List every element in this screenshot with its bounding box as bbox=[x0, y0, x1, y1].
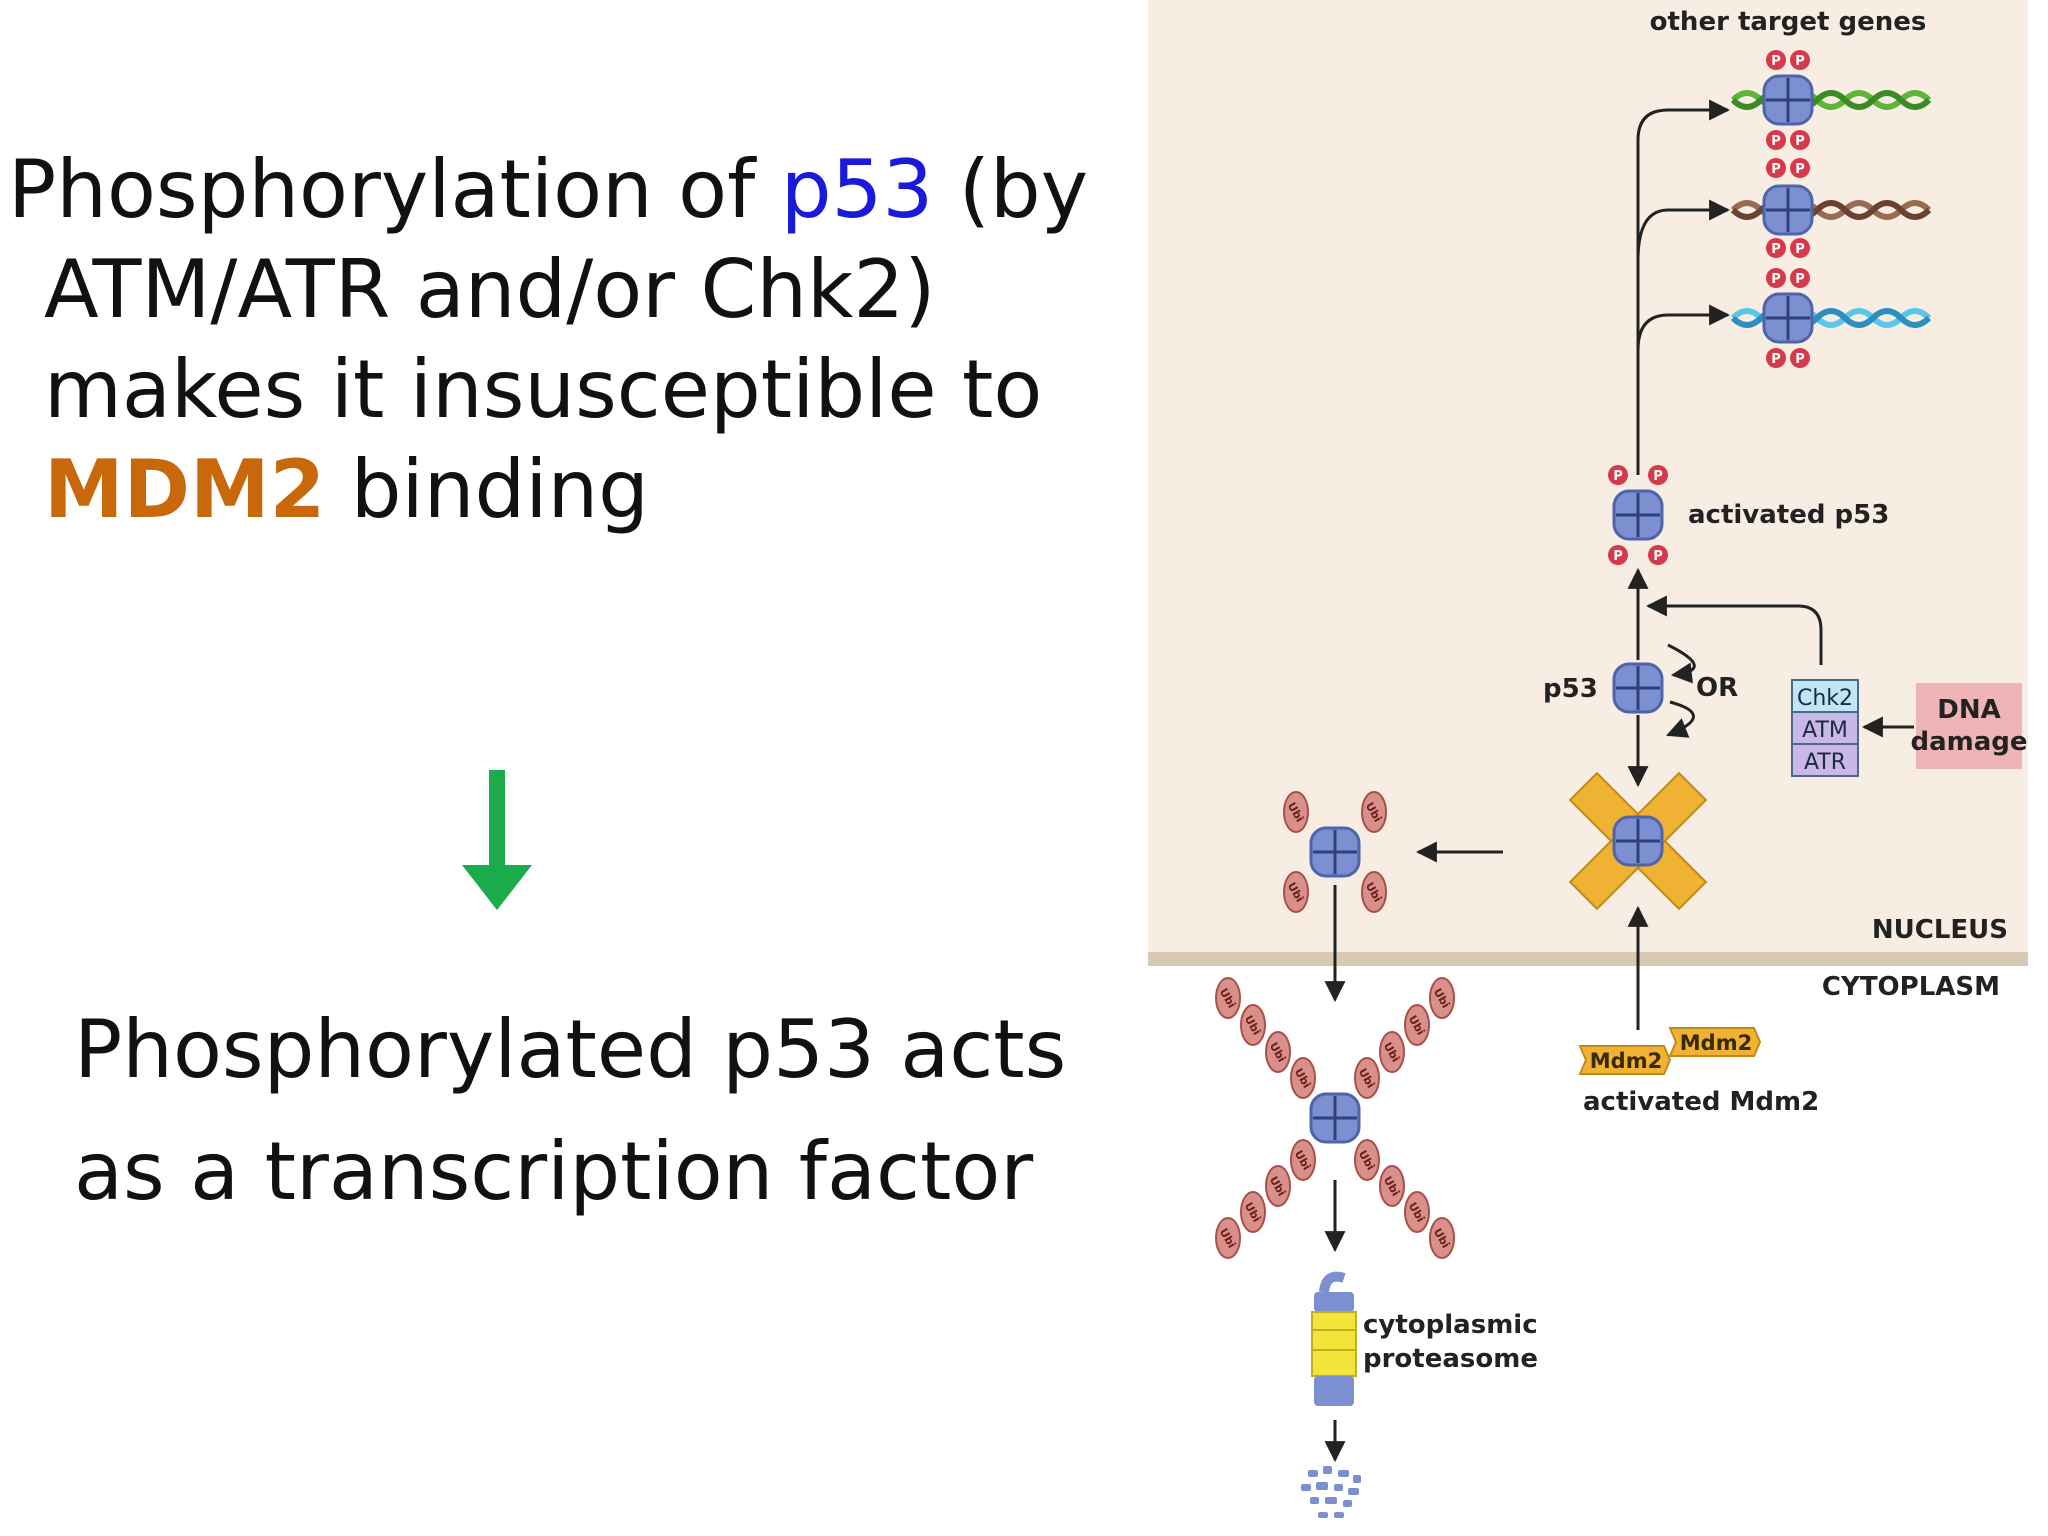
activated-p53-label: activated p53 bbox=[1688, 500, 1889, 530]
kinase-arrow bbox=[1645, 595, 1823, 665]
statement-text: binding bbox=[325, 443, 649, 536]
proteasome-label-2: proteasome bbox=[1363, 1344, 1538, 1374]
conclusion-line-2: as a transcription factor bbox=[74, 1125, 1034, 1218]
statement-text: Phosphorylation of bbox=[8, 143, 781, 236]
or-curved-arrow bbox=[1666, 700, 1695, 738]
slide-text-panel: Phosphorylation of p53 (by ATM/ATR and/o… bbox=[8, 150, 1088, 1218]
proteasome-label-1: cytoplasmic bbox=[1363, 1310, 1538, 1340]
nucleus-label: NUCLEUS bbox=[1872, 915, 2008, 945]
or-label: OR bbox=[1696, 673, 1738, 703]
statement-line-2: ATM/ATR and/or Chk2) bbox=[44, 243, 936, 336]
other-target-genes-label: other target genes bbox=[1650, 7, 1927, 37]
cytoplasm-label: CYTOPLASM bbox=[1822, 972, 2000, 1002]
arrow-to-gene-1 bbox=[1636, 99, 1731, 475]
dna-damage-label-2: damage bbox=[1910, 727, 2027, 757]
conclusion-line-1: Phosphorylated p53 acts bbox=[74, 1003, 1067, 1096]
mdm2-p53-complex bbox=[1568, 771, 1708, 911]
p53-highlight: p53 bbox=[780, 143, 934, 236]
mdm2-label-1: Mdm2 bbox=[1590, 1049, 1662, 1073]
statement-line-1: Phosphorylation of p53 (by bbox=[8, 150, 1088, 230]
arrow-to-gene-2 bbox=[1636, 199, 1731, 261]
dna-damage-label-1: DNA bbox=[1937, 695, 2000, 725]
activated-mdm2-label: activated Mdm2 bbox=[1583, 1087, 1819, 1117]
statement-text: (by bbox=[933, 143, 1089, 236]
arrow-to-gene-3 bbox=[1636, 304, 1731, 351]
mdm2-label-2: Mdm2 bbox=[1680, 1031, 1752, 1055]
or-curved-arrow bbox=[1667, 643, 1696, 684]
target-gene-1 bbox=[1730, 50, 1932, 150]
dna-damage-box: DNA damage bbox=[1910, 683, 2028, 769]
target-gene-3 bbox=[1730, 268, 1932, 368]
mdm2-proteins: Mdm2 Mdm2 bbox=[1578, 1027, 1762, 1075]
mdm2-highlight: MDM2 bbox=[44, 443, 326, 536]
peptide-fragments-icon bbox=[1301, 1466, 1361, 1518]
kinase-stack: Chk2 ATM ATR bbox=[1791, 679, 1859, 777]
proteasome-icon bbox=[1311, 1271, 1357, 1406]
statement-line-4: MDM2 binding bbox=[44, 450, 649, 530]
atm-label: ATM bbox=[1802, 718, 1848, 743]
nuclear-membrane bbox=[1148, 952, 2028, 966]
atr-label: ATR bbox=[1804, 750, 1846, 775]
p53-pathway-diagram: P Ubi NUCLEUS CYTOPLASM other target gen… bbox=[1148, 0, 2028, 1518]
statement-line-3: makes it insusceptible to bbox=[44, 343, 1043, 436]
chk2-label: Chk2 bbox=[1797, 686, 1853, 711]
target-gene-2 bbox=[1730, 158, 1932, 258]
down-arrow-icon bbox=[462, 770, 532, 910]
p53-label: p53 bbox=[1543, 674, 1598, 704]
